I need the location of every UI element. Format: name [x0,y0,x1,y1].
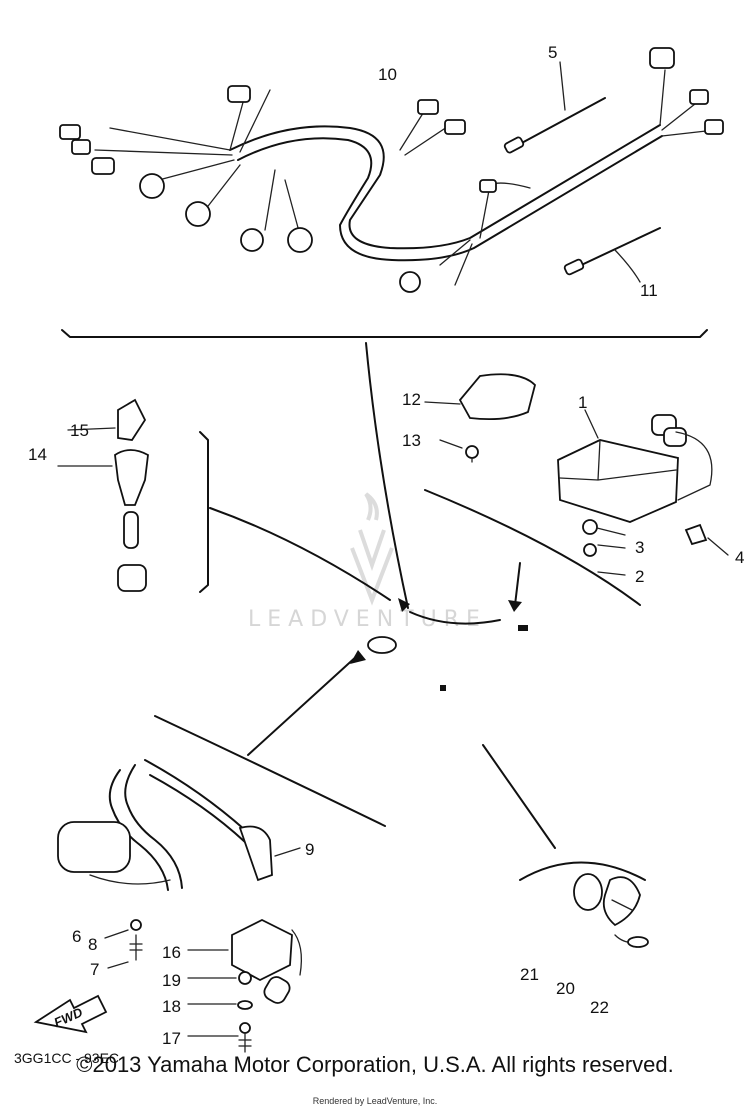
switch-20-21-22 [573,873,649,948]
label-8: 8 [88,935,97,954]
ignition-coil-9 [57,759,301,891]
label-10: 10 [378,65,397,84]
fwd-arrow: FWD [33,994,108,1034]
fasteners-6-7-8 [104,919,143,969]
part-labels: 10 5 11 12 13 1 15 14 3 4 2 9 6 8 7 16 1… [14,43,744,1066]
label-11: 11 [640,281,658,300]
label-21: 21 [520,965,539,984]
label-13: 13 [402,431,421,450]
watermark-logo-icon [350,492,394,606]
copyright-notice: ©2013 Yamaha Motor Corporation, U.S.A. A… [76,1052,674,1077]
label-1: 1 [578,393,587,412]
wire-harness [59,47,724,293]
label-16: 16 [162,943,181,962]
watermark-text: LEADVENTURE [248,607,487,632]
plug-cap-14 [57,398,149,592]
relay-16 [187,918,303,1053]
label-7: 7 [90,960,99,979]
label-14: 14 [28,445,47,464]
label-5: 5 [548,43,557,62]
label-18: 18 [162,997,181,1016]
frame-lines [154,342,646,881]
upper-divider [61,329,708,338]
label-17: 17 [162,1029,181,1048]
watermark: LEADVENTURE [248,492,487,632]
diagram-code: 3GG1CC - 93EC [14,1050,119,1066]
label-9: 9 [305,840,314,859]
cdi-unit-1 [557,409,729,576]
label-15: 15 [70,421,89,440]
label-19: 19 [162,971,181,990]
rendered-by-notice: Rendered by LeadVenture, Inc. [312,1096,438,1106]
label-12: 12 [402,390,421,409]
label-4: 4 [735,548,744,567]
lead-wire-5 [503,61,606,154]
label-22: 22 [590,998,609,1017]
label-3: 3 [635,538,644,557]
label-2: 2 [635,567,644,586]
label-6: 6 [72,927,81,946]
lead-wire-11 [563,227,661,283]
cover-12 [424,373,537,463]
label-20: 20 [556,979,575,998]
